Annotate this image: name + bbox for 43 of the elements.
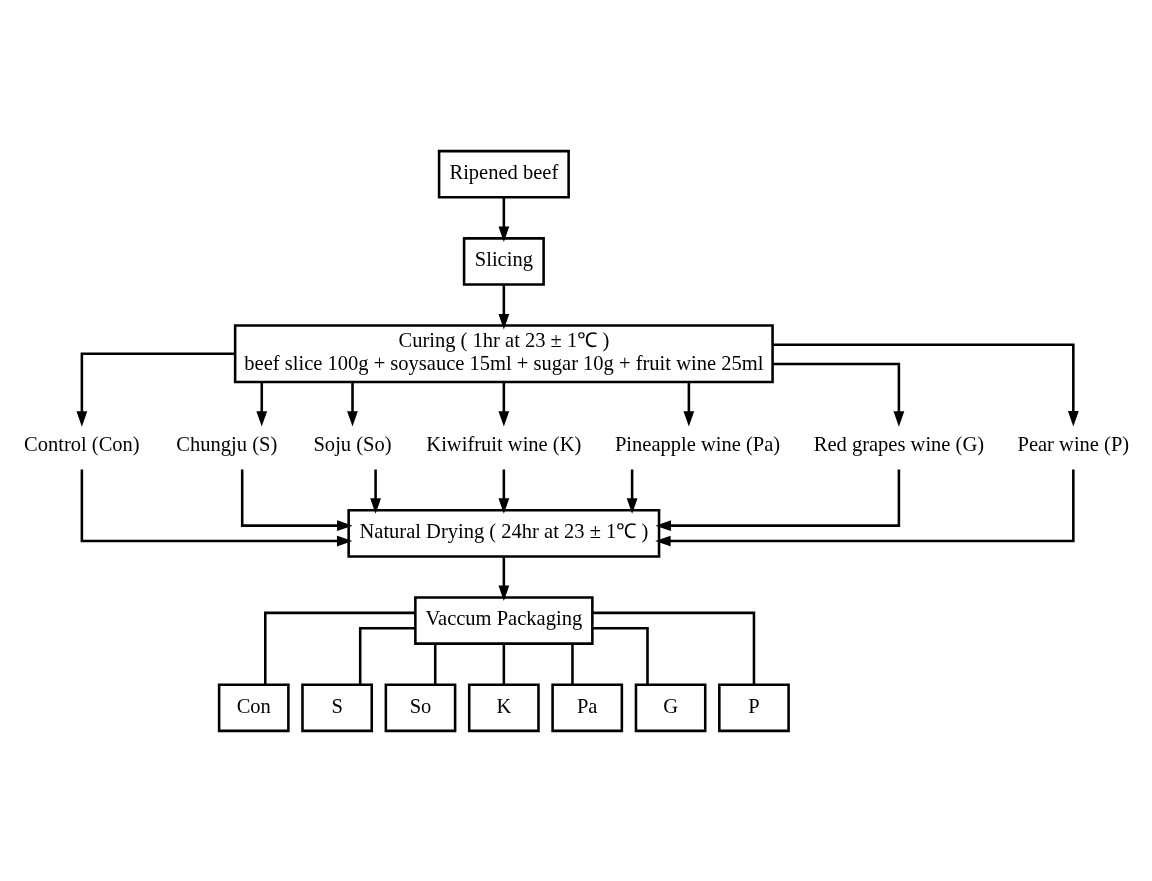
connector: [502, 643, 506, 684]
node-box: G: [634, 682, 707, 732]
node-box: Slicing: [462, 236, 545, 286]
arrow: [626, 469, 638, 514]
arrow: [256, 382, 268, 427]
node-text: Red grapes wine (G): [813, 432, 985, 455]
connector: [264, 611, 415, 684]
connector: [358, 626, 416, 684]
arrow: [498, 556, 510, 601]
connector: [433, 643, 437, 684]
arrow: [498, 469, 510, 514]
node-box: Pa: [551, 682, 624, 732]
node-box: K: [467, 682, 540, 732]
arrow: [683, 382, 695, 427]
node-box: Vaccum Packaging: [414, 595, 594, 645]
arrow: [347, 382, 358, 427]
node-box: Curing ( 1hr at 23 ± 1℃ ) beef slice 100g + soysauce 15ml + sugar 10g + fruit wine 25ml: [233, 323, 774, 383]
node-box: P: [718, 682, 790, 732]
connector: [592, 626, 649, 684]
node-text: Chungju (S): [176, 432, 278, 455]
node-text: Soju (So): [313, 432, 392, 455]
node-box: Natural Drying ( 24hr at 23 ± 1℃ ): [347, 508, 661, 558]
arrow: [498, 284, 510, 329]
arrow: [772, 343, 1079, 427]
arrow: [370, 469, 381, 514]
node-box: So: [384, 682, 457, 732]
connector: [571, 643, 574, 684]
node-box: Ripened beef: [437, 149, 570, 199]
node-text: Pear wine (P): [1017, 432, 1130, 455]
node-text: Kiwifruit wine (K): [426, 432, 582, 455]
node-box: Con: [217, 682, 290, 732]
arrow: [655, 469, 901, 531]
node-text: Pineapple wine (Pa): [614, 432, 781, 455]
arrow: [240, 469, 353, 531]
arrow: [80, 469, 353, 546]
arrow: [498, 197, 510, 242]
arrow: [772, 362, 905, 427]
arrow: [655, 469, 1075, 546]
node-box: S: [301, 682, 374, 732]
arrow: [76, 352, 235, 427]
connector: [592, 611, 756, 684]
node-text: Control (Con): [24, 432, 140, 455]
arrow: [498, 382, 510, 427]
